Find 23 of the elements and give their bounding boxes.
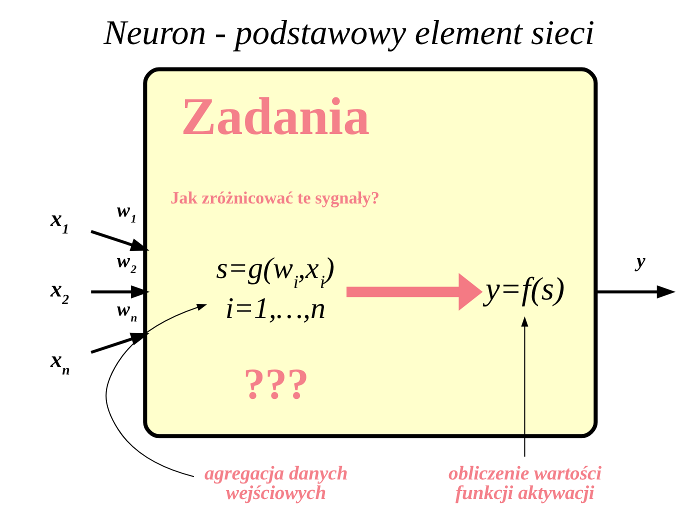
- arrow: [520, 316, 528, 457]
- label: Jak zróżnicować te sygnały?: [170, 188, 380, 208]
- arrow: [595, 285, 676, 298]
- node-text: x$_{n}$: [50, 346, 70, 378]
- node-text: x$_{2}$: [50, 276, 68, 308]
- node-text: agregacja danych wejściowych: [204, 464, 348, 504]
- node-text: obliczenie wartości funkcji aktywacji: [448, 464, 602, 504]
- node-text: y=f(s): [484, 270, 564, 306]
- arrow: [90, 332, 149, 354]
- edge-label: y: [636, 251, 645, 272]
- edge-label: w$_{1}$: [116, 200, 136, 226]
- arrow: [90, 285, 150, 298]
- arrow: [105, 304, 207, 478]
- diagram-title: Neuron - podstawowy element sieci: [103, 14, 594, 52]
- arrow: [90, 230, 149, 252]
- cluster: [142, 67, 598, 438]
- label: Zadania: [180, 88, 370, 146]
- node-text: s=g(w$_{i}$,x$_{i}$) i=1,…,n: [216, 252, 334, 326]
- edge-label: w$_{2}$: [116, 251, 136, 276]
- node-text: x$_{1}$: [50, 205, 68, 237]
- label: ???: [242, 360, 308, 409]
- edge-label: w$_{n}$: [116, 300, 137, 325]
- arrow: [346, 273, 482, 311]
